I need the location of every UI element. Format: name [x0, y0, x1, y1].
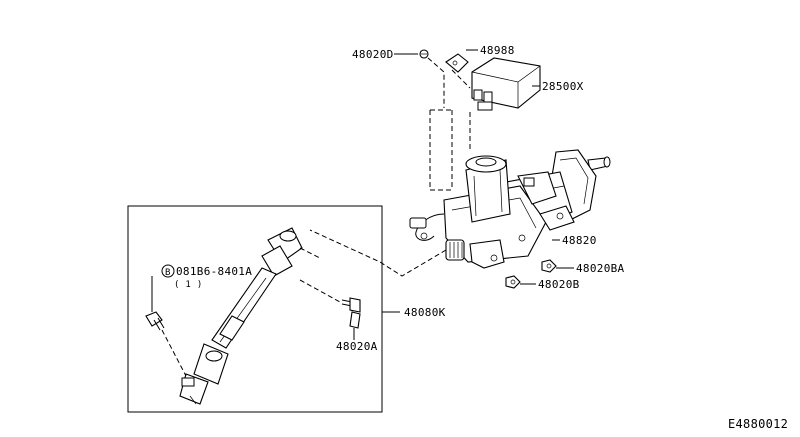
bracket-48988[interactable]	[445, 53, 469, 73]
nut-48020ba[interactable]	[541, 259, 557, 273]
label-48020ba: 48020BA	[576, 262, 625, 275]
bolt-prefix-circle	[161, 264, 175, 278]
label-bolt-qty: ( 1 )	[174, 280, 203, 290]
label-48020d: 48020D	[352, 48, 394, 61]
control-unit-28500x[interactable]	[471, 57, 541, 111]
diagram-id: E4880012	[728, 417, 788, 431]
label-48020a: 48020A	[336, 340, 378, 353]
lower-shaft-box	[127, 205, 383, 413]
screw-48020d[interactable]	[419, 49, 429, 59]
label-bolt-code: 081B6-8401A	[176, 265, 252, 278]
label-48988: 48988	[480, 44, 515, 57]
bolt-48020a[interactable]	[341, 297, 361, 329]
lower-shaft-48080k[interactable]	[179, 227, 303, 405]
label-48820: 48820	[562, 234, 597, 247]
label-28500x: 28500X	[542, 80, 584, 93]
bolt-prefix: B	[165, 268, 171, 278]
nut-48020b[interactable]	[505, 275, 521, 289]
label-48020b: 48020B	[538, 278, 580, 291]
label-48080k: 48080K	[404, 306, 446, 319]
steering-column-48820[interactable]	[409, 149, 611, 269]
bolt-081b6-8401a[interactable]	[145, 311, 165, 331]
